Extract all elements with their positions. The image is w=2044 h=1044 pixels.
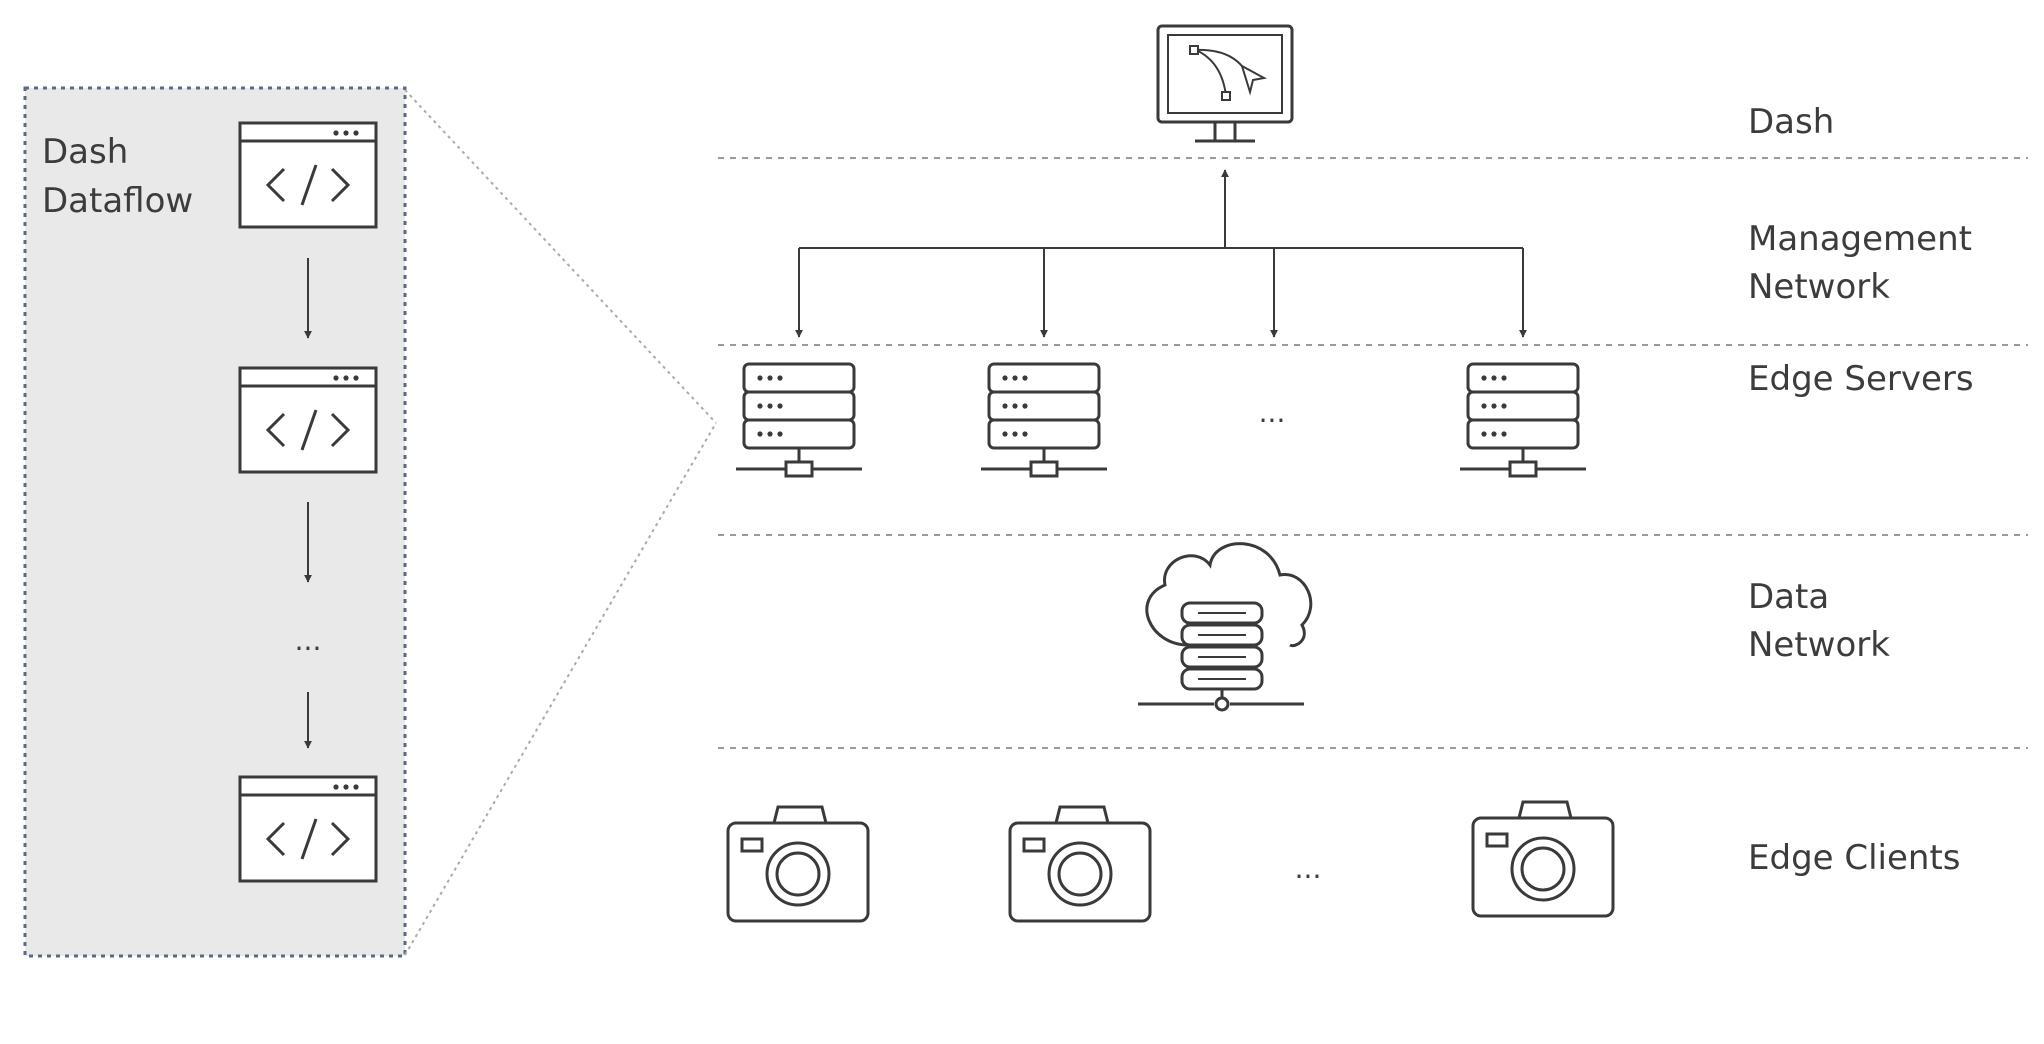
dataflow-title-line-2: Dataflow bbox=[42, 181, 193, 221]
clients-ellipsis: ... bbox=[1295, 852, 1322, 885]
server-icon-2 bbox=[979, 362, 1109, 478]
management-network-links bbox=[795, 169, 1527, 338]
code-window-icon-1 bbox=[238, 121, 378, 229]
tier-label-edge-servers: Edge Servers bbox=[1748, 359, 1974, 399]
camera-icon-3 bbox=[1471, 800, 1615, 918]
tier-label-data-line-2: Network bbox=[1748, 625, 1890, 665]
tier-label-management-line-1: Management bbox=[1748, 219, 1972, 259]
tier-label-dash: Dash bbox=[1748, 102, 1834, 142]
servers-ellipsis: ... bbox=[1259, 396, 1286, 429]
dataflow-title-line-1: Dash bbox=[42, 132, 128, 172]
cloud-server-icon bbox=[1138, 542, 1313, 712]
tier-label-management-line-2: Network bbox=[1748, 267, 1890, 307]
code-window-icon-2 bbox=[238, 366, 378, 474]
code-window-icon-3 bbox=[238, 775, 378, 883]
dataflow-ellipsis: ... bbox=[295, 624, 322, 657]
tier-label-edge-clients: Edge Clients bbox=[1748, 838, 1961, 878]
tier-separators bbox=[718, 157, 2028, 749]
dataflow-panel bbox=[23, 86, 407, 958]
camera-icon-2 bbox=[1008, 805, 1152, 923]
zoom-callout-lines bbox=[404, 89, 717, 956]
dash-monitor-icon bbox=[1156, 24, 1294, 143]
tier-label-data-line-1: Data bbox=[1748, 577, 1829, 617]
camera-icon-1 bbox=[726, 805, 870, 923]
server-icon-3 bbox=[1458, 362, 1588, 478]
server-icon-1 bbox=[734, 362, 864, 478]
